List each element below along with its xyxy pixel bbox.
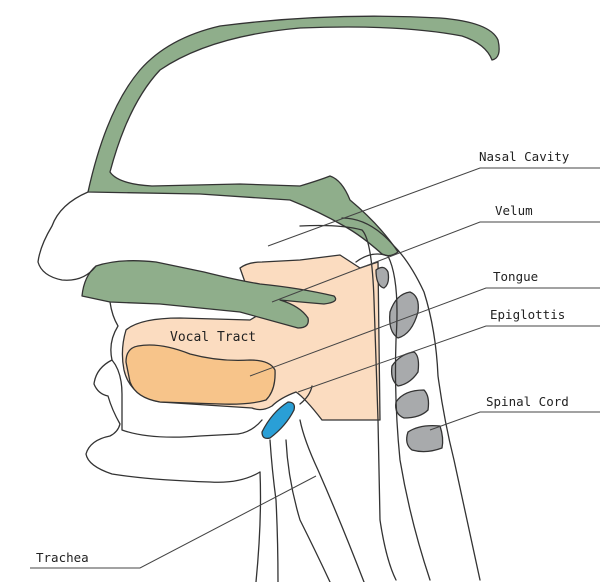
vertebra-5	[407, 426, 443, 452]
label-epiglottis: Epiglottis	[490, 307, 565, 322]
label-tongue: Tongue	[493, 269, 538, 284]
vertebra-4	[396, 390, 429, 418]
leader-spinal-cord	[430, 412, 600, 430]
label-velum: Velum	[495, 203, 533, 218]
neck-front	[256, 472, 261, 582]
esophagus-line	[300, 420, 364, 582]
nasal-palate-bone	[88, 16, 499, 255]
trachea-front	[270, 440, 278, 582]
label-vocal-tract: Vocal Tract	[170, 330, 256, 345]
label-spinal-cord: Spinal Cord	[486, 394, 569, 409]
label-trachea: Trachea	[36, 550, 89, 565]
trachea-inner	[286, 440, 330, 582]
face-outline	[38, 192, 96, 280]
label-nasal-cavity: Nasal Cavity	[479, 149, 570, 164]
